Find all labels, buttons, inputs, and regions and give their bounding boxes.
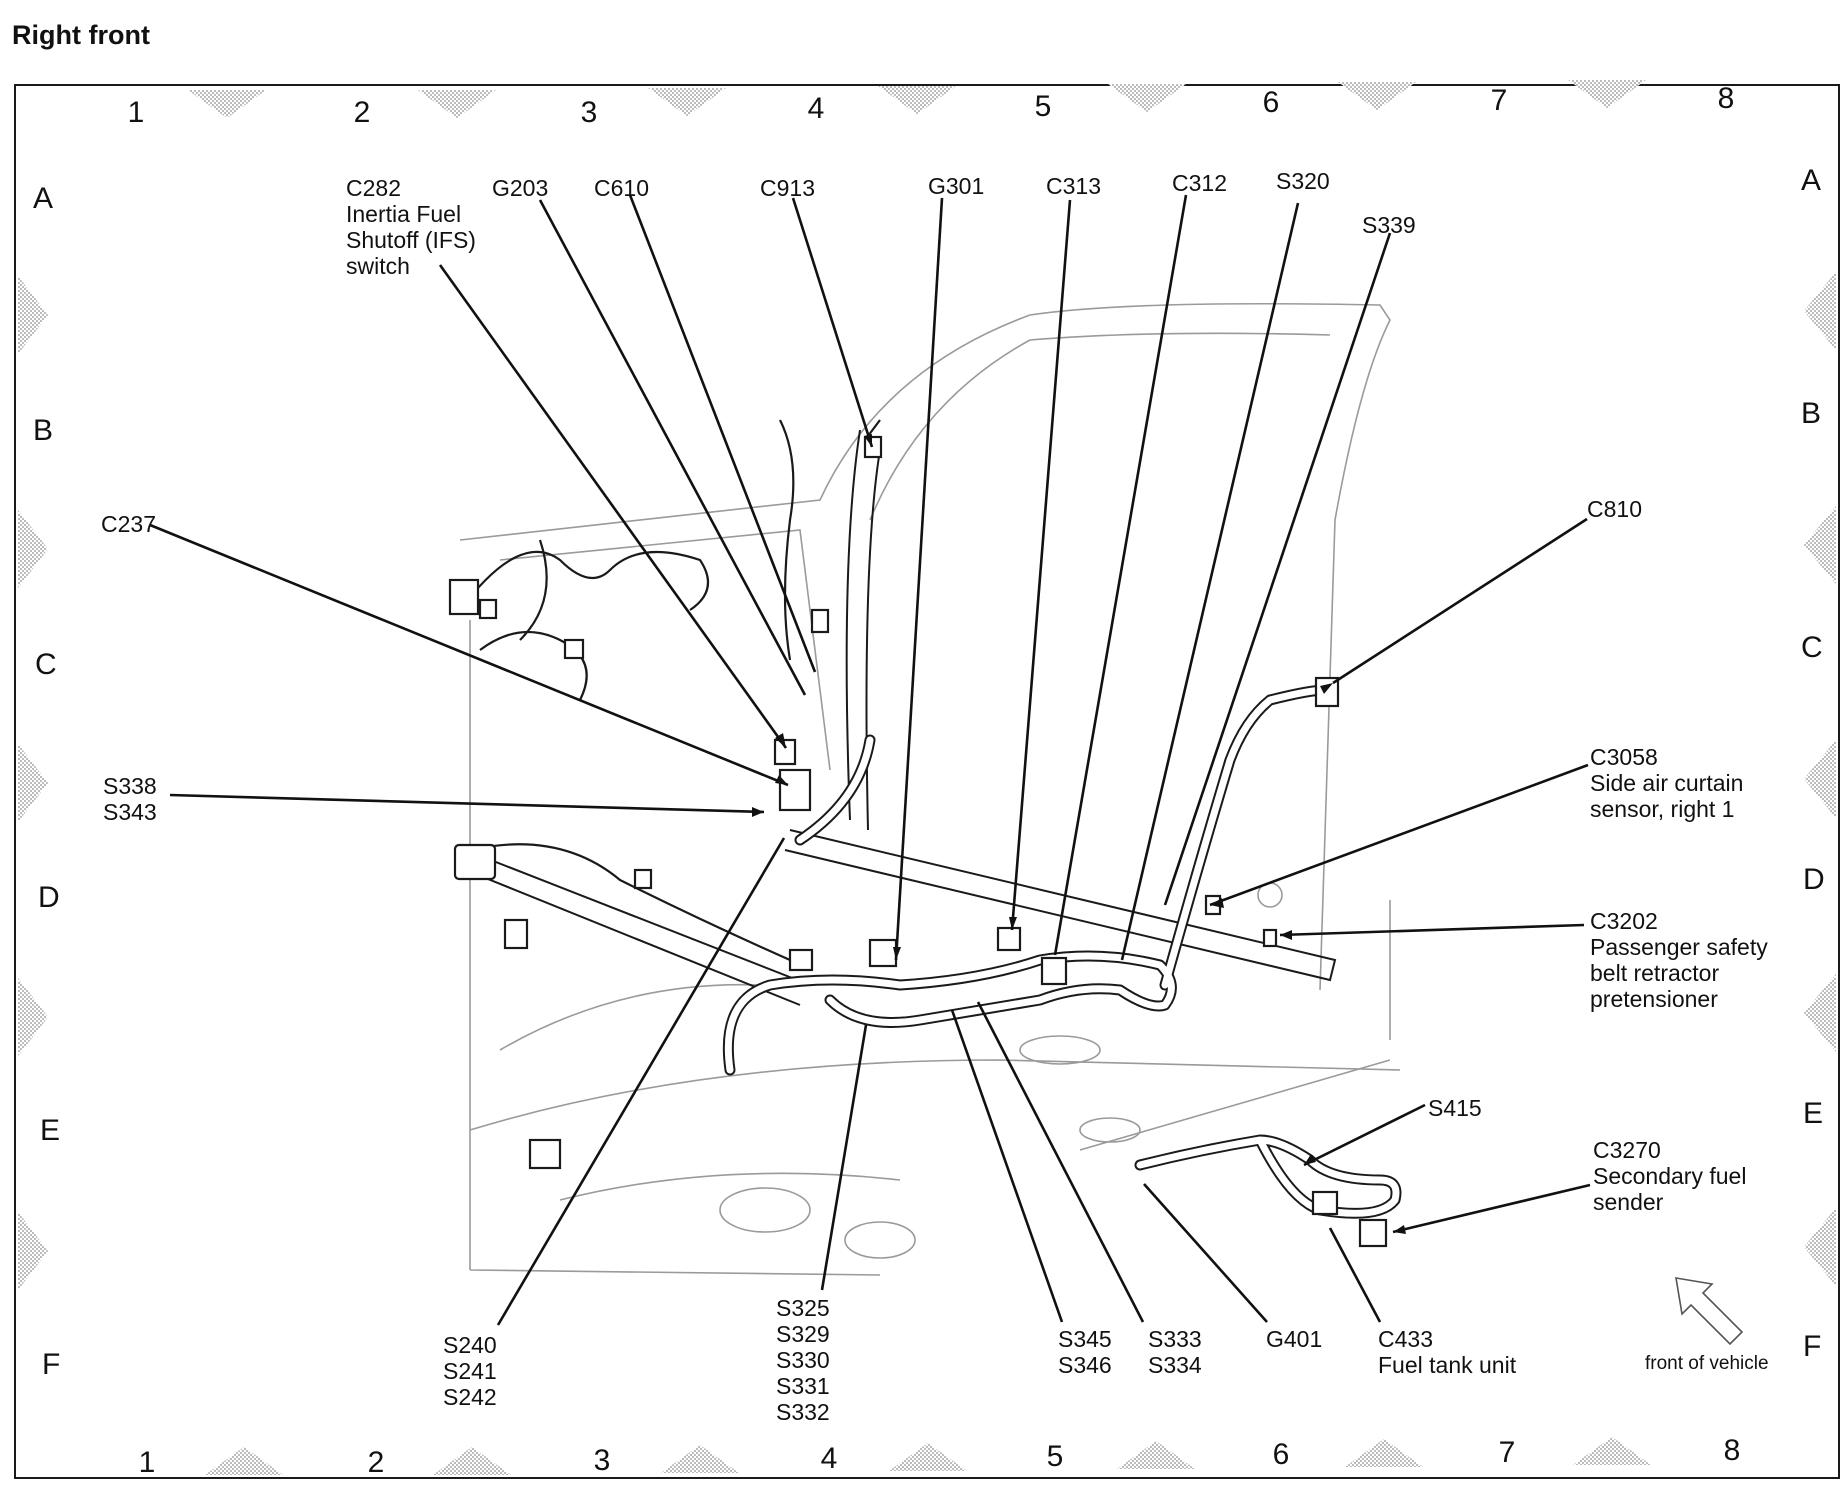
grid-col-bottom-4: 4 xyxy=(820,1442,838,1475)
dash-harness xyxy=(459,419,881,962)
grid-row-right-A: A xyxy=(1801,164,1822,197)
label-g203: G203 xyxy=(492,175,549,201)
connectors xyxy=(448,435,1388,1248)
grid-col-bottom-6: 6 xyxy=(1272,1438,1290,1471)
grid-col-bottom-2: 2 xyxy=(367,1446,385,1479)
label-c913: C913 xyxy=(760,175,815,201)
label-g401: G401 xyxy=(1266,1326,1323,1352)
grid-row-right-E: E xyxy=(1803,1097,1824,1130)
grid-row-right-B: B xyxy=(1801,397,1822,430)
grid-col-bottom-1: 1 xyxy=(138,1446,156,1479)
label-s339: S339 xyxy=(1362,212,1416,238)
label-c312: C312 xyxy=(1172,170,1227,196)
grid-row-left-A: A xyxy=(33,182,54,215)
grid-row-right-F: F xyxy=(1803,1330,1822,1363)
diagram-frame xyxy=(14,84,1840,1479)
label-g301: G301 xyxy=(928,173,985,199)
grid-col-top-1: 1 xyxy=(127,96,145,129)
grid-col-bottom-7: 7 xyxy=(1498,1436,1516,1469)
grid-col-top-4: 4 xyxy=(807,92,825,125)
grid-row-right-D: D xyxy=(1803,863,1825,896)
label-c313: C313 xyxy=(1046,173,1101,199)
grid-row-left-C: C xyxy=(35,648,57,681)
front-of-vehicle-caption: front of vehicle xyxy=(1645,1353,1769,1374)
sill-rail xyxy=(477,429,1337,1006)
grid-col-bottom-8: 8 xyxy=(1723,1434,1741,1467)
grid-row-left-B: B xyxy=(33,414,54,447)
grid-col-bottom-3: 3 xyxy=(593,1444,611,1477)
label-s415: S415 xyxy=(1428,1095,1482,1121)
body-outline xyxy=(459,302,1401,1276)
page-title: Right front xyxy=(12,20,150,50)
grid-tick-marks xyxy=(18,80,1836,1475)
grid-col-bottom-5: 5 xyxy=(1046,1440,1064,1473)
label-c810: C810 xyxy=(1587,496,1642,522)
front-of-vehicle-arrow xyxy=(1675,1277,1744,1346)
grid-row-left-D: D xyxy=(38,881,60,914)
grid-row-right-C: C xyxy=(1801,631,1823,664)
grid-col-top-2: 2 xyxy=(353,96,371,129)
label-s320: S320 xyxy=(1276,168,1330,194)
grid-col-top-7: 7 xyxy=(1490,84,1508,117)
grid-col-top-8: 8 xyxy=(1717,82,1735,115)
leader-lines xyxy=(149,194,1591,1326)
label-c237: C237 xyxy=(101,511,156,537)
grid-col-top-3: 3 xyxy=(580,96,598,129)
grid-col-top-5: 5 xyxy=(1034,90,1052,123)
grid-row-left-F: F xyxy=(42,1348,61,1381)
grid-row-left-E: E xyxy=(40,1114,61,1147)
grid-col-top-6: 6 xyxy=(1262,86,1280,119)
label-c610: C610 xyxy=(594,175,649,201)
leader-arrowheads xyxy=(752,434,1406,1234)
